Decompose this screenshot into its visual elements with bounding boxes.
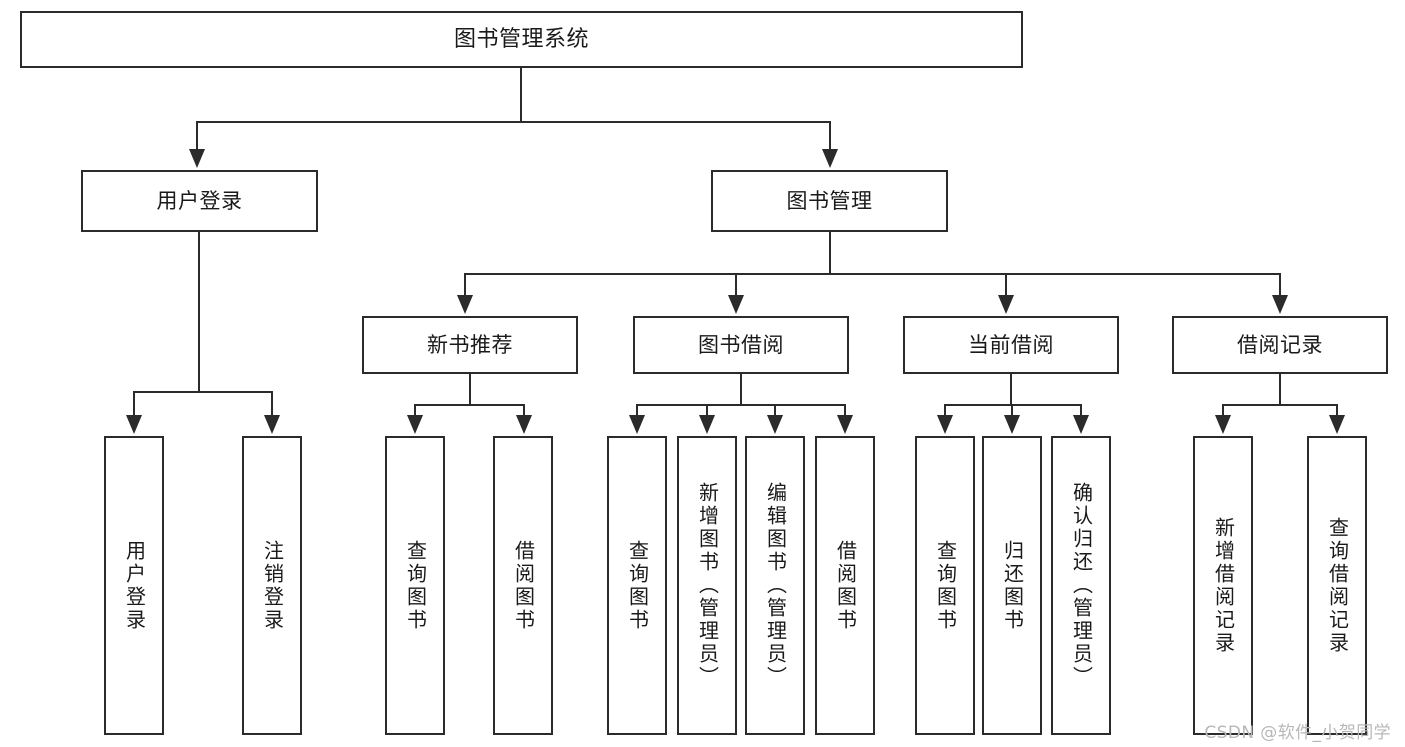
node-label: 当前借阅	[968, 332, 1054, 357]
leaf-book-borrow-add-book[interactable]: 新增图书（管理员）	[677, 436, 737, 735]
node-label: 用户登录	[156, 188, 243, 213]
arrow-root-to-book-management	[822, 149, 838, 168]
arrow-cb-leaf-2	[1004, 415, 1020, 434]
arrow-br-leaf-1	[1215, 415, 1231, 434]
node-label: 注销登录	[260, 539, 285, 632]
node-book-management[interactable]: 图书管理	[711, 170, 948, 232]
leaf-new-book-query-book[interactable]: 查询图书	[385, 436, 445, 735]
arrow-new-book-leaf-2	[516, 415, 532, 434]
node-label: 归还图书	[1000, 539, 1025, 632]
node-label: 查询图书	[625, 539, 650, 632]
node-label: 查询图书	[403, 539, 428, 632]
connector-user-login-bus	[133, 391, 272, 393]
connector-cb-drop-2	[1011, 404, 1013, 417]
node-label: 借阅图书	[511, 539, 536, 632]
arrow-bb-leaf-1	[629, 415, 645, 434]
leaf-borrow-record-add-record[interactable]: 新增借阅记录	[1193, 436, 1253, 735]
connector-br-drop-1	[1222, 404, 1224, 417]
leaf-borrow-record-query-record[interactable]: 查询借阅记录	[1307, 436, 1367, 735]
node-label: 借阅记录	[1237, 332, 1323, 357]
leaf-book-borrow-borrow-book[interactable]: 借阅图书	[815, 436, 875, 735]
connector-book-borrow-stem	[740, 374, 742, 405]
connector-cb-drop-3	[1080, 404, 1082, 417]
node-label: 借阅图书	[833, 539, 858, 632]
arrow-bm-to-current-borrow	[998, 295, 1014, 314]
connector-book-management-bus	[464, 273, 1280, 275]
node-label: 图书管理系统	[453, 26, 589, 52]
node-label: 查询图书	[933, 539, 958, 632]
arrow-bb-leaf-2	[699, 415, 715, 434]
node-label: 图书管理	[786, 188, 873, 213]
leaf-book-borrow-edit-book[interactable]: 编辑图书（管理员）	[745, 436, 805, 735]
node-current-borrow[interactable]: 当前借阅	[903, 316, 1119, 374]
connector-bm-drop-2	[735, 273, 737, 297]
arrow-root-to-user-login	[189, 149, 205, 168]
connector-user-login-drop-1	[133, 391, 135, 417]
connector-user-login-stem	[198, 232, 200, 392]
connector-root-bus	[196, 121, 831, 123]
arrow-bb-leaf-3	[767, 415, 783, 434]
node-user-login[interactable]: 用户登录	[81, 170, 318, 232]
arrow-new-book-leaf-1	[407, 415, 423, 434]
connector-new-book-bus	[414, 404, 524, 406]
connector-root-to-book-management	[829, 121, 831, 151]
arrow-user-login-leaf-1	[126, 415, 142, 434]
connector-bm-drop-4	[1279, 273, 1281, 297]
leaf-user-login-logout[interactable]: 注销登录	[242, 436, 302, 735]
connector-borrow-record-stem	[1279, 374, 1281, 405]
connector-current-borrow-stem	[1010, 374, 1012, 405]
node-new-book-recommend[interactable]: 新书推荐	[362, 316, 578, 374]
connector-root-to-user-login	[196, 121, 198, 151]
node-label: 查询借阅记录	[1325, 516, 1350, 655]
watermark-csdn: CSDN @软件_小贺同学	[1204, 723, 1391, 743]
connector-new-book-drop-2	[523, 404, 525, 417]
leaf-current-borrow-return-book[interactable]: 归还图书	[982, 436, 1042, 735]
connector-cb-drop-1	[944, 404, 946, 417]
node-label: 图书借阅	[698, 332, 784, 357]
node-root-book-management-system[interactable]: 图书管理系统	[20, 11, 1023, 68]
connector-bm-drop-1	[464, 273, 466, 297]
arrow-bb-leaf-4	[837, 415, 853, 434]
connector-user-login-drop-2	[271, 391, 273, 417]
connector-bb-drop-3	[774, 404, 776, 417]
connector-borrow-record-bus	[1222, 404, 1337, 406]
leaf-current-borrow-query-book[interactable]: 查询图书	[915, 436, 975, 735]
connector-new-book-stem	[469, 374, 471, 405]
node-book-borrow[interactable]: 图书借阅	[633, 316, 849, 374]
arrow-bm-to-book-borrow	[728, 295, 744, 314]
connector-bb-drop-4	[844, 404, 846, 417]
node-label: 确认归还（管理员）	[1069, 482, 1094, 689]
connector-br-drop-2	[1336, 404, 1338, 417]
leaf-current-borrow-confirm-return[interactable]: 确认归还（管理员）	[1051, 436, 1111, 735]
node-borrow-record[interactable]: 借阅记录	[1172, 316, 1388, 374]
arrow-br-leaf-2	[1329, 415, 1345, 434]
arrow-cb-leaf-3	[1073, 415, 1089, 434]
leaf-new-book-borrow-book[interactable]: 借阅图书	[493, 436, 553, 735]
arrow-user-login-leaf-2	[264, 415, 280, 434]
node-label: 用户登录	[122, 539, 147, 632]
leaf-book-borrow-query-book[interactable]: 查询图书	[607, 436, 667, 735]
connector-root-stem	[520, 68, 522, 122]
arrow-bm-to-borrow-record	[1272, 295, 1288, 314]
connector-new-book-drop-1	[414, 404, 416, 417]
connector-bm-drop-3	[1005, 273, 1007, 297]
leaf-user-login-login[interactable]: 用户登录	[104, 436, 164, 735]
connector-bb-drop-1	[636, 404, 638, 417]
node-label: 新增图书（管理员）	[695, 482, 720, 689]
arrow-cb-leaf-1	[937, 415, 953, 434]
node-label: 新增借阅记录	[1211, 516, 1236, 655]
node-label: 新书推荐	[427, 332, 513, 357]
connector-book-borrow-bus	[636, 404, 845, 406]
connector-book-management-stem	[829, 232, 831, 274]
arrow-bm-to-new-book	[457, 295, 473, 314]
node-label: 编辑图书（管理员）	[763, 482, 788, 689]
connector-bb-drop-2	[706, 404, 708, 417]
